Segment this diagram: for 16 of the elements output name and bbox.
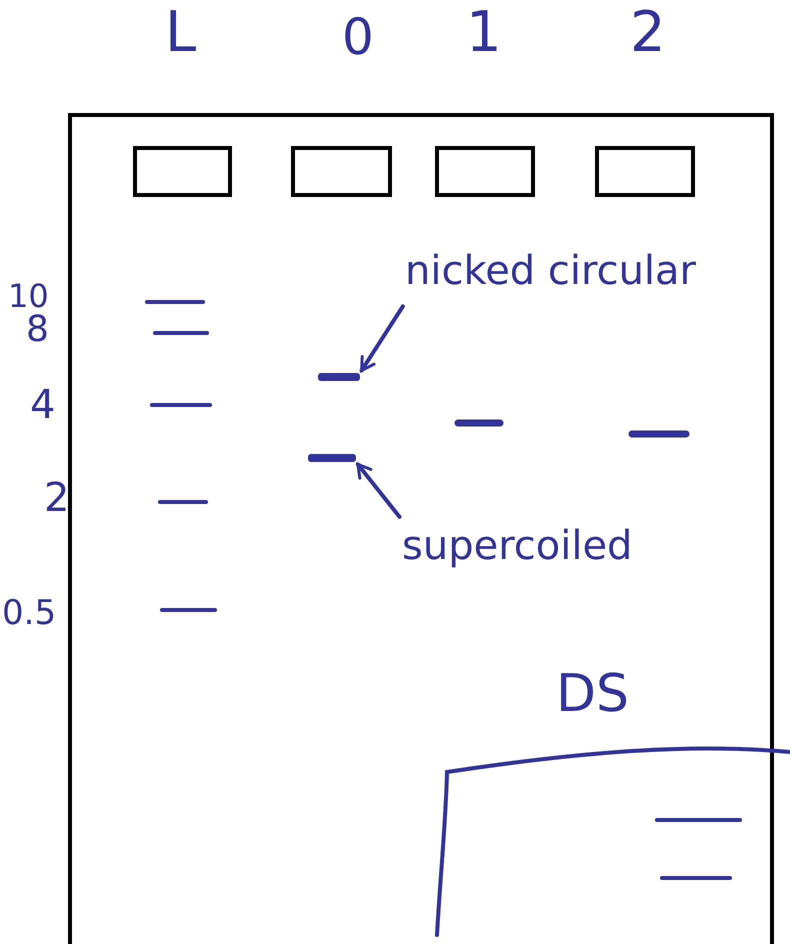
- lane-label: L: [165, 5, 196, 61]
- gel-band: [318, 373, 360, 381]
- size-label: 4: [30, 385, 56, 425]
- leader-arrow: [360, 304, 405, 372]
- size-label: 8: [26, 312, 49, 348]
- leader-arrow: [356, 462, 402, 519]
- size-label: 10: [8, 280, 49, 312]
- annotation-text: nicked circular: [405, 245, 775, 303]
- panel-label: DS: [556, 668, 630, 720]
- size-label: 0.5: [2, 596, 56, 630]
- gel-band: [308, 454, 356, 462]
- annotation-text: supercoiled: [402, 520, 712, 576]
- lane-label: 2: [630, 5, 666, 61]
- lane-label: 1: [466, 5, 502, 61]
- lane-label: 0: [342, 12, 374, 62]
- size-label: 2: [44, 478, 70, 518]
